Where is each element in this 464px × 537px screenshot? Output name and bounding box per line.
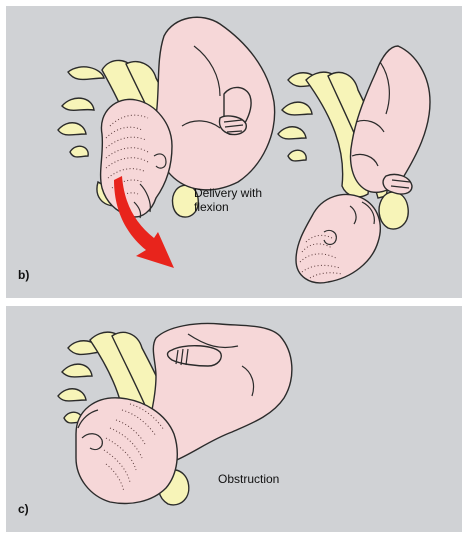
panel-b-illustration xyxy=(6,6,462,298)
panel-b-caption-line2: flexion xyxy=(194,200,262,214)
panel-b-caption-line1: Delivery with xyxy=(194,186,262,200)
panel-c-caption: Obstruction xyxy=(218,472,279,486)
panel-c: c) Obstruction xyxy=(6,306,462,532)
panel-c-illustration xyxy=(6,306,462,532)
panel-c-label: c) xyxy=(18,502,29,516)
panel-b-label: b) xyxy=(18,268,29,282)
panel-b: b) Delivery with flexion xyxy=(6,6,462,298)
panel-b-caption: Delivery with flexion xyxy=(194,186,262,214)
